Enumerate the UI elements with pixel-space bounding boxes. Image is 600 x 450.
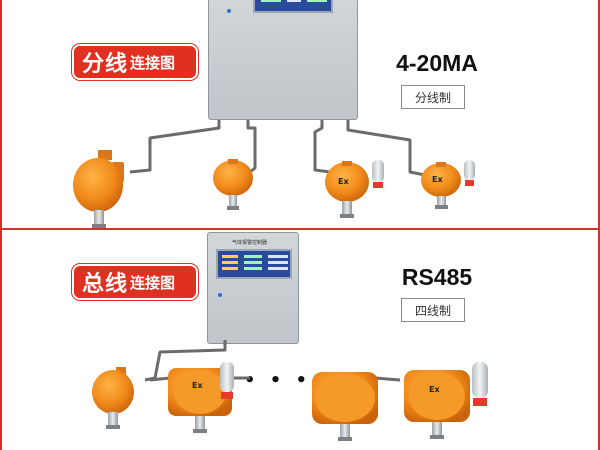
- bus-detector-3: [312, 372, 378, 441]
- bus-wire-2: [149, 376, 171, 382]
- split-controller-screen: [253, 0, 333, 13]
- bus-wire-4: [374, 376, 401, 382]
- bus-wiring-tag: 总线 连接图: [72, 264, 198, 300]
- bus-mode-label: 四线制: [401, 298, 465, 322]
- split-detector-4: Ex: [421, 160, 475, 209]
- split-detector-3-mark: Ex: [338, 177, 349, 186]
- bus-protocol-label: RS485: [401, 264, 473, 290]
- bus-wiring-panel: 总线 连接图 RS485 四线制 气体报警控制器 • • •: [0, 228, 600, 450]
- bus-detector-1: [92, 367, 134, 429]
- split-protocol-label: 4-20MA: [396, 50, 478, 76]
- bus-detector-4-mark: Ex: [429, 385, 440, 394]
- split-mode-label: 分线制: [401, 85, 465, 109]
- split-controller-led: [227, 9, 231, 13]
- split-wire-1: [129, 120, 221, 174]
- split-detector-1: [73, 150, 124, 228]
- split-wire-4: [346, 120, 426, 177]
- split-detector-2: [213, 159, 253, 210]
- bus-controller: 气体报警控制器: [207, 232, 299, 344]
- split-wiring-tag: 分线 连接图: [72, 44, 198, 80]
- split-detector-3: Ex: [325, 160, 384, 218]
- bus-tag-small: 连接图: [130, 273, 176, 292]
- bus-detector-4: Ex: [404, 362, 488, 439]
- bus-detector-2-mark: Ex: [192, 381, 203, 390]
- bus-controller-led: [218, 293, 222, 297]
- split-detector-4-mark: Ex: [432, 175, 443, 184]
- split-tag-small: 连接图: [130, 53, 176, 72]
- bus-detector-2: Ex: [168, 362, 234, 433]
- bus-ellipsis: • • •: [244, 370, 312, 391]
- split-tag-big: 分线: [82, 52, 129, 77]
- split-wire-3: [313, 120, 331, 174]
- bus-controller-caption: 气体报警控制器: [232, 240, 268, 246]
- split-wire-2: [246, 120, 257, 174]
- bus-tag-big: 总线: [82, 272, 129, 297]
- split-controller: [208, 0, 358, 120]
- bus-controller-screen: [216, 249, 292, 279]
